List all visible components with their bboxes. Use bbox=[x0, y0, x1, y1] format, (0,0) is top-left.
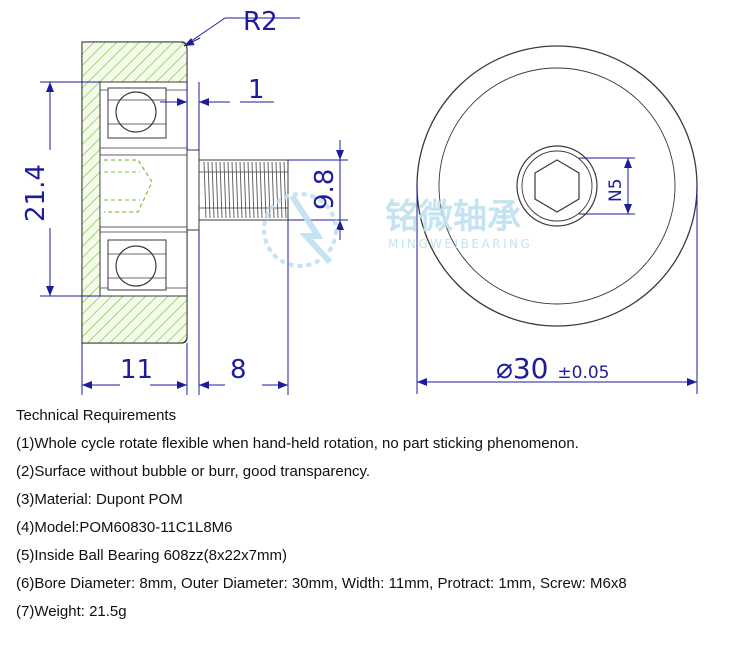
thread-tick bbox=[235, 161, 239, 219]
hex-socket-hidden-line bbox=[104, 159, 153, 213]
section-dimensions bbox=[40, 17, 348, 395]
protrusion-label: 1 bbox=[248, 75, 265, 105]
radius-label: R2 bbox=[243, 7, 278, 37]
outer-diameter-label: ⌀30 ±0.05 bbox=[496, 352, 610, 385]
screw-length-label: 8 bbox=[230, 355, 247, 385]
thread-tick bbox=[243, 161, 247, 219]
thread-tick bbox=[271, 161, 275, 219]
thread-tick bbox=[255, 161, 259, 219]
requirement-item: (1)Whole cycle rotate flexible when hand… bbox=[16, 435, 579, 452]
thread-tick bbox=[247, 161, 251, 219]
hex-size-label: N5 bbox=[606, 178, 626, 202]
side-hatch-strip bbox=[81, 81, 101, 297]
requirement-item: (5)Inside Ball Bearing 608zz(8x22x7mm) bbox=[16, 547, 287, 564]
hub-inner bbox=[521, 150, 593, 222]
bottom-hatch-region bbox=[81, 295, 188, 344]
thread-tick bbox=[275, 161, 279, 219]
requirement-item: (3)Material: Dupont POM bbox=[16, 491, 183, 508]
watermark-bearing-icon bbox=[262, 192, 338, 268]
width-label: 11 bbox=[120, 355, 153, 385]
thread-tick bbox=[267, 161, 271, 219]
thread-tick bbox=[239, 161, 243, 219]
thread-tick bbox=[219, 161, 223, 219]
outer-diameter-tolerance: ±0.05 bbox=[557, 363, 609, 383]
thread-marks bbox=[203, 161, 287, 219]
watermark-logo: 铭微轴承 MINGWEIBEARING bbox=[262, 192, 532, 268]
technical-requirements: Technical Requirements (1)Whole cycle ro… bbox=[16, 404, 736, 630]
height-label: 21.4 bbox=[21, 164, 51, 222]
thread-tick bbox=[259, 161, 263, 219]
bearing-ball-top bbox=[115, 91, 157, 133]
thread-tick bbox=[227, 161, 231, 219]
collar bbox=[186, 149, 200, 231]
thread-tick bbox=[207, 161, 211, 219]
hex-socket bbox=[534, 159, 580, 213]
thread-tick bbox=[215, 161, 219, 219]
requirement-item: (7)Weight: 21.5g bbox=[16, 603, 127, 620]
thread-tick bbox=[279, 161, 283, 219]
front-dimensions bbox=[416, 157, 698, 394]
thread-tick bbox=[231, 161, 235, 219]
thread-diameter-label: 9.8 bbox=[310, 169, 340, 210]
bearing-ball-bottom bbox=[115, 245, 157, 287]
thread-tick bbox=[211, 161, 215, 219]
requirements-title: Technical Requirements bbox=[16, 407, 177, 424]
section-view bbox=[81, 41, 289, 344]
thread-tick bbox=[283, 161, 287, 219]
thread-tick bbox=[251, 161, 255, 219]
outer-diameter-value: ⌀30 bbox=[496, 352, 549, 385]
requirement-item: (6)Bore Diameter: 8mm, Outer Diameter: 3… bbox=[16, 575, 627, 592]
technical-drawing: R2 1 21.4 9.8 11 8 N5 ⌀30 ±0.05 铭微轴承 MIN… bbox=[21, 7, 698, 395]
watermark-chinese: 铭微轴承 bbox=[385, 197, 521, 237]
requirement-item: (4)Model:POM60830-11C1L8M6 bbox=[16, 519, 233, 536]
thread-tick bbox=[223, 161, 227, 219]
requirement-item: (2)Surface without bubble or burr, good … bbox=[16, 463, 371, 480]
front-view bbox=[416, 45, 698, 327]
thread-tick bbox=[263, 161, 267, 219]
watermark-english: MINGWEIBEARING bbox=[388, 237, 532, 251]
top-hatch-region bbox=[81, 41, 188, 83]
thread-tick bbox=[203, 161, 207, 219]
inner-rim bbox=[438, 67, 676, 305]
